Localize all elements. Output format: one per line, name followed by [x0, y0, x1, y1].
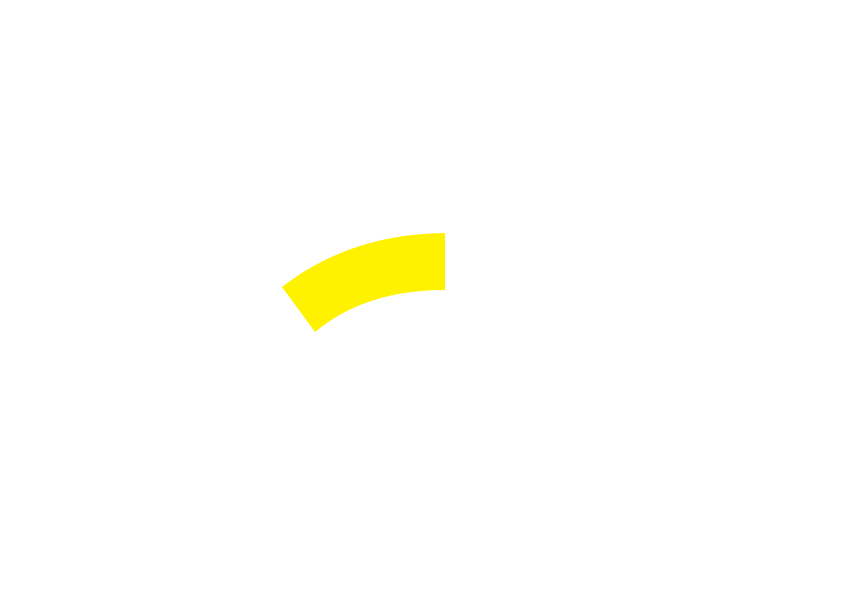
- yellow-arc-band: [282, 233, 445, 332]
